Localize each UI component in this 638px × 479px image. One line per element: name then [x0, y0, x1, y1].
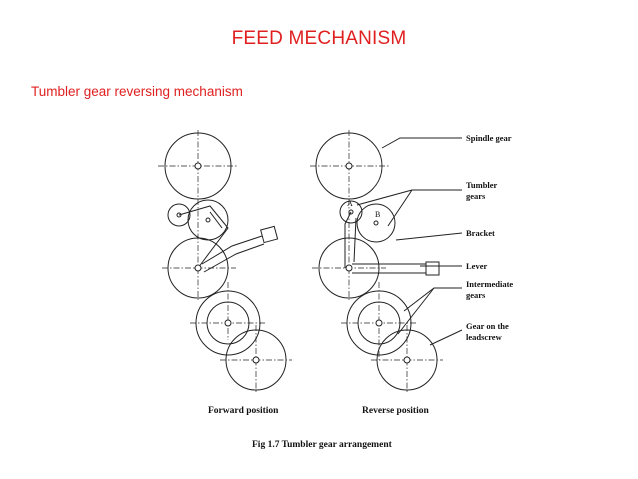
reverse-lever: [352, 261, 440, 276]
forward-bracket: [178, 205, 229, 269]
point-a-label: A: [347, 199, 353, 208]
slide-subtitle: Tumbler gear reversing mechanism: [31, 84, 243, 99]
callout-spindle-gear: Spindle gear: [466, 133, 512, 143]
callout-tumbler-line1: Tumbler: [466, 180, 498, 190]
callout-leadscrew-line1: Gear on the: [466, 321, 509, 331]
forward-spindle-gear: [158, 132, 238, 200]
forward-stud-gear: [162, 237, 236, 299]
forward-lever: [201, 225, 279, 273]
reverse-tumbler-gears: [339, 200, 396, 243]
callout-leadscrew-line2: leadscrew: [466, 332, 503, 342]
callout-intermediate-line1: Intermediate: [466, 279, 513, 289]
forward-position-label: Forward position: [208, 406, 279, 416]
callout-intermediate-line2: gears: [466, 290, 486, 300]
callout-lever: Lever: [466, 261, 487, 271]
forward-leadscrew-gear: [220, 329, 292, 391]
forward-assembly: [158, 130, 292, 392]
point-b-label: B: [375, 210, 380, 219]
reverse-spindle-gear: [310, 132, 390, 200]
slide-title: FEED MECHANISM: [231, 28, 407, 49]
figure-caption: Fig 1.7 Tumbler gear arrangement: [252, 440, 393, 450]
reverse-position-label: Reverse position: [362, 406, 429, 416]
reverse-stud-gear: [312, 237, 386, 299]
reverse-intermediate-gears: [341, 290, 417, 356]
forward-intermediate-gears: [190, 290, 266, 356]
callout-bracket: Bracket: [466, 228, 495, 238]
reverse-leadscrew-gear: [371, 329, 443, 391]
reverse-bracket: [344, 211, 357, 268]
callout-tumbler-line2: gears: [466, 191, 486, 201]
callout-leaders: [356, 137, 463, 346]
reverse-assembly: A B: [310, 130, 443, 392]
